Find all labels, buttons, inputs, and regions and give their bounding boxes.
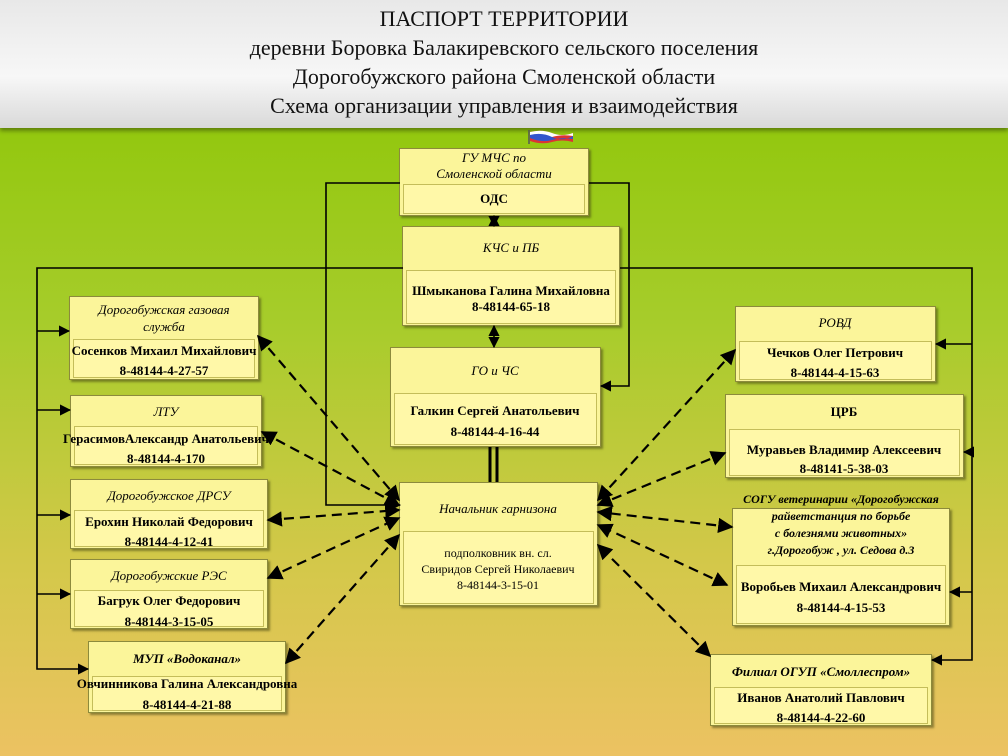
- node-res-sub: [74, 590, 264, 627]
- node-gu-mchs-sub: [403, 184, 585, 214]
- garrison-person: Свиридов Сергей Николаевич: [421, 562, 575, 576]
- gu-mchs-title-line2: Смоленской области: [436, 166, 552, 181]
- vet-person: Воробьев Михаил Александрович: [740, 579, 942, 594]
- node-vet-sub: [736, 565, 946, 624]
- drsu-person: Ерохин Николай Федорович: [85, 514, 253, 529]
- vet-title-line2: райветстанция по борьбе: [771, 509, 911, 523]
- gas-title-line1: Дорогобужская газовая: [98, 302, 230, 317]
- passport-title: ПАСПОРТ ТЕРРИТОРИИ: [379, 6, 629, 31]
- node-kchs: [402, 226, 620, 326]
- node-ltu: [70, 395, 262, 467]
- node-garrison-sub: [403, 531, 594, 604]
- les-phone: 8-48144-4-22-60: [776, 710, 866, 725]
- vet-title-line4: г.Дорогобуж , ул. Седова д.3: [767, 543, 915, 557]
- kchs-title: КЧС и ПБ: [482, 240, 540, 255]
- node-go: [390, 347, 601, 447]
- node-drsu: [70, 479, 268, 549]
- res-title: Дорогобужские РЭС: [111, 568, 227, 583]
- garrison-phone: 8-48144-3-15-01: [457, 578, 539, 592]
- node-crb: [725, 394, 964, 478]
- kchs-phone: 8-48144-65-18: [472, 299, 550, 314]
- gu-mchs-sub-label: ОДС: [480, 191, 508, 206]
- vet-title-line1: СОГУ ветеринарии «Дорогобужская: [743, 492, 939, 506]
- vodokanal-phone: 8-48144-4-21-88: [142, 697, 232, 712]
- drsu-phone: 8-48144-4-12-41: [124, 534, 214, 549]
- rovd-person: Чечков Олег Петрович: [766, 345, 904, 360]
- node-go-sub: [394, 393, 597, 445]
- node-gas-sub: [73, 339, 255, 378]
- node-vet: [732, 508, 950, 626]
- node-kchs-sub: [406, 270, 616, 324]
- node-crb-sub: [729, 429, 960, 476]
- vodokanal-title: МУП «Водоканал»: [132, 651, 242, 666]
- ltu-phone: 8-48144-4-170: [127, 451, 205, 466]
- district-subtitle: Дорогобужского района Смоленской области: [292, 64, 716, 89]
- node-drsu-sub: [74, 510, 264, 547]
- node-vodokanal: [88, 641, 286, 713]
- flag-icon: [528, 130, 573, 144]
- node-ltu-sub: [74, 426, 258, 465]
- node-garrison: [399, 482, 598, 606]
- gu-mchs-title-line1: ГУ МЧС по: [461, 150, 527, 165]
- rovd-phone: 8-48144-4-15-63: [790, 365, 880, 380]
- gas-person: Сосенков Михаил Михайлович: [71, 343, 257, 358]
- node-rovd: [735, 306, 936, 382]
- node-les-sub: [714, 687, 928, 724]
- les-title: Филиал ОГУП «Смоллеспром»: [731, 664, 911, 679]
- node-vodokanal-sub: [92, 676, 282, 711]
- ltu-title: ЛТУ: [153, 404, 179, 419]
- go-phone: 8-48144-4-16-44: [450, 424, 540, 439]
- page-header: ПАСПОРТ ТЕРРИТОРИИ деревни Боровка Балак…: [0, 0, 1008, 128]
- scheme-subtitle: Схема организации управления и взаимодей…: [270, 93, 738, 118]
- ltu-person: ГерасимовАлександр Анатольевич: [63, 431, 269, 446]
- node-les: [710, 654, 932, 726]
- village-subtitle: деревни Боровка Балакиревского сельского…: [249, 35, 759, 60]
- go-title: ГО и ЧС: [471, 363, 519, 378]
- rovd-title: РОВД: [818, 315, 852, 330]
- drsu-title: Дорогобужское ДРСУ: [107, 488, 231, 503]
- res-person: Багрук Олег Федорович: [97, 593, 241, 608]
- crb-phone: 8-48141-5-38-03: [799, 461, 889, 476]
- vet-phone: 8-48144-4-15-53: [796, 600, 886, 615]
- kchs-person: Шмыканова Галина Михайловна: [412, 283, 610, 298]
- node-rovd-sub: [739, 341, 932, 380]
- crb-person: Муравьев Владимир Алексеевич: [746, 442, 942, 457]
- go-person: Галкин Сергей Анатольевич: [410, 403, 580, 418]
- node-res: [70, 559, 268, 629]
- garrison-rank: подполковник вн. сл.: [444, 546, 552, 560]
- crb-title: ЦРБ: [830, 404, 858, 419]
- gas-phone: 8-48144-4-27-57: [119, 363, 209, 378]
- gas-title-line2: служба: [143, 319, 185, 334]
- res-phone: 8-48144-3-15-05: [124, 614, 214, 629]
- vet-title-line3: с болезнями животных»: [774, 526, 908, 540]
- node-gas: [69, 296, 259, 380]
- garrison-title: Начальник гарнизона: [439, 501, 557, 516]
- vodokanal-person: Овчинникова Галина Александровна: [76, 676, 298, 691]
- les-person: Иванов Анатолий Павлович: [737, 690, 905, 705]
